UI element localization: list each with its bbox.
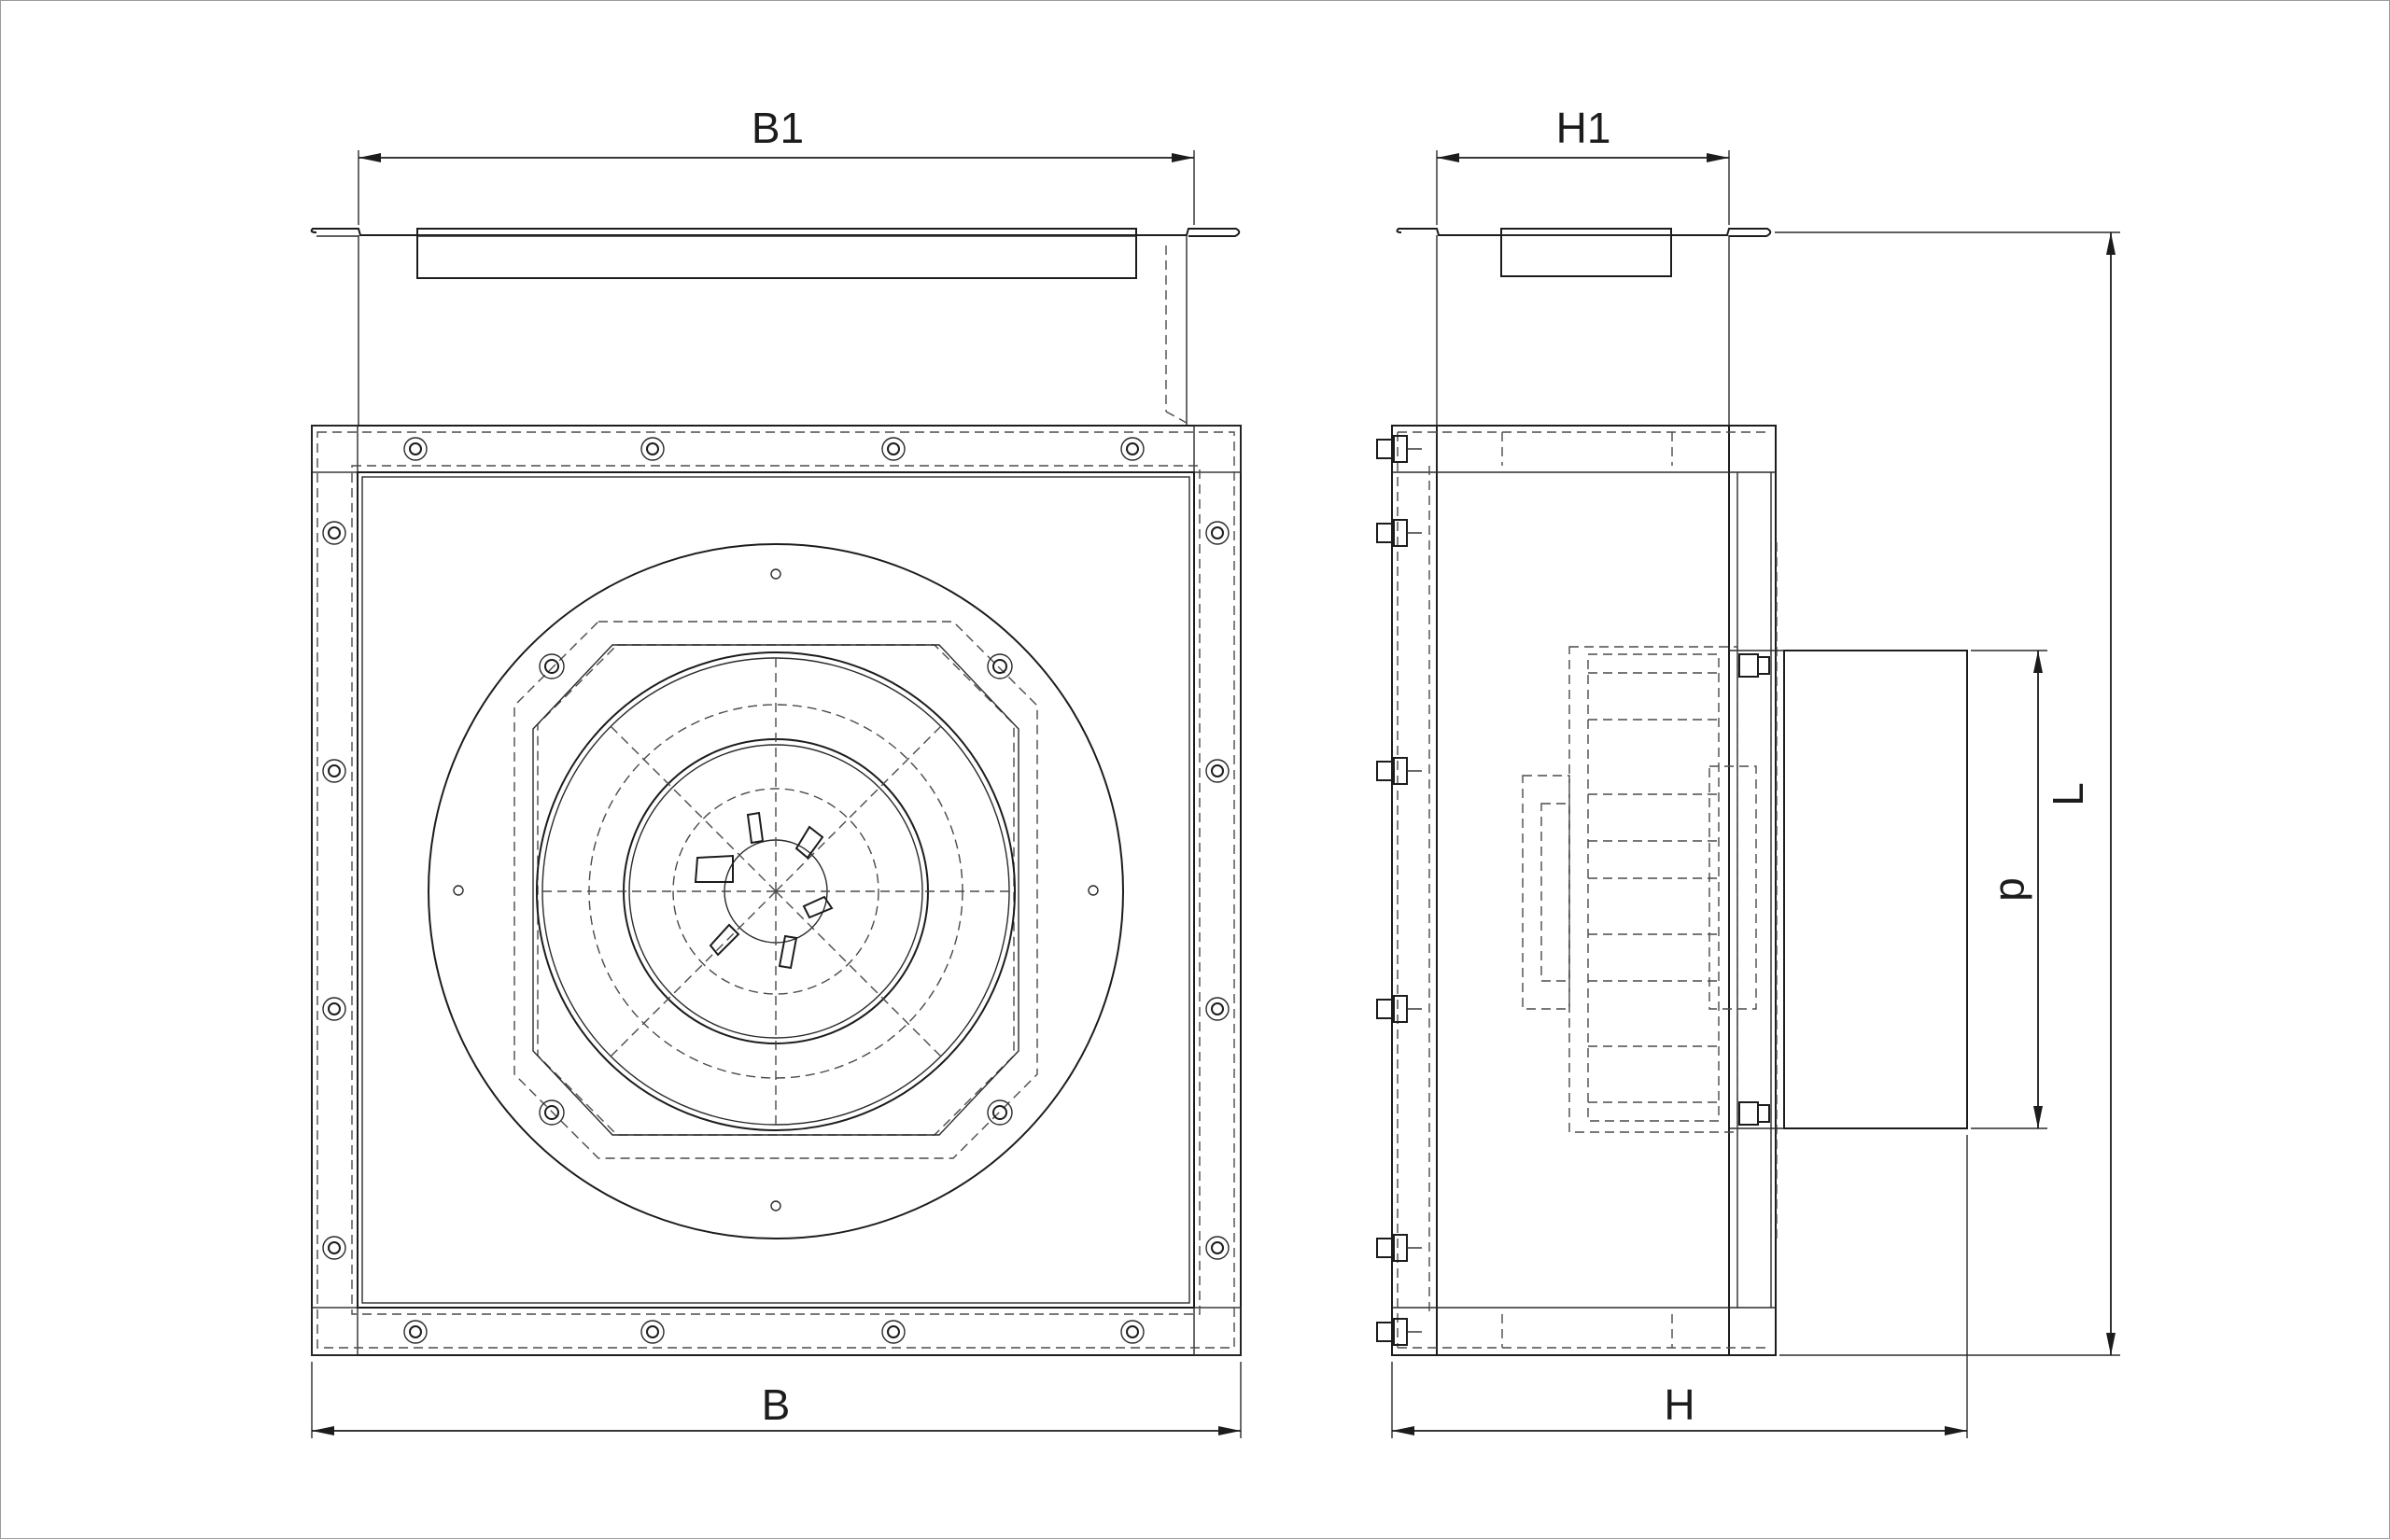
bolt xyxy=(1205,1236,1230,1260)
bolt xyxy=(1376,757,1422,785)
front-view xyxy=(310,228,1242,1356)
hub-slots xyxy=(694,811,834,970)
bolt xyxy=(403,1320,428,1344)
dimension-lines xyxy=(311,150,2120,1438)
dimension-labels: B1 B H1 H L d xyxy=(752,104,2092,1429)
label-b: B xyxy=(762,1380,791,1429)
impeller-blades xyxy=(537,654,1015,1130)
label-d: d xyxy=(1991,877,2040,902)
bolt xyxy=(1120,437,1145,461)
bolt xyxy=(1376,995,1422,1023)
bolt xyxy=(640,1320,665,1344)
bolt xyxy=(640,437,665,461)
label-l: L xyxy=(2044,782,2092,806)
front-inlet-flange xyxy=(310,228,1241,426)
dimension-h xyxy=(1391,1135,1968,1438)
dimension-l xyxy=(1775,231,2120,1356)
fan-impeller xyxy=(428,543,1124,1239)
bolt xyxy=(322,759,346,783)
front-frame-bolts xyxy=(322,437,1230,1344)
bolt xyxy=(322,1236,346,1260)
dimension-d xyxy=(1971,650,2047,1129)
bolt xyxy=(1376,1234,1422,1262)
dimension-h1 xyxy=(1436,150,1730,225)
bolt xyxy=(1205,997,1230,1021)
label-b1: B1 xyxy=(752,104,804,152)
side-impeller-hidden xyxy=(1522,646,1757,1133)
side-inlet-flange xyxy=(1396,228,1772,426)
dimension-b1 xyxy=(358,150,1195,225)
bolt xyxy=(1376,435,1422,463)
outlet-spigot xyxy=(1729,650,1968,1129)
bolt xyxy=(1376,1318,1422,1346)
bolt xyxy=(881,1320,906,1344)
motor-mount-bolts xyxy=(539,653,1013,1126)
side-view xyxy=(1376,228,1968,1356)
bolt xyxy=(322,997,346,1021)
bolt xyxy=(1120,1320,1145,1344)
dimension-b xyxy=(311,1362,1242,1438)
bolt xyxy=(322,521,346,545)
bolt xyxy=(1205,759,1230,783)
bolt xyxy=(1376,519,1422,547)
bolt xyxy=(881,437,906,461)
bolt xyxy=(1205,521,1230,545)
bolt xyxy=(403,437,428,461)
label-h1: H1 xyxy=(1556,104,1611,152)
front-housing-frame xyxy=(311,425,1242,1356)
label-h: H xyxy=(1664,1380,1694,1429)
side-bolts xyxy=(1376,435,1422,1346)
